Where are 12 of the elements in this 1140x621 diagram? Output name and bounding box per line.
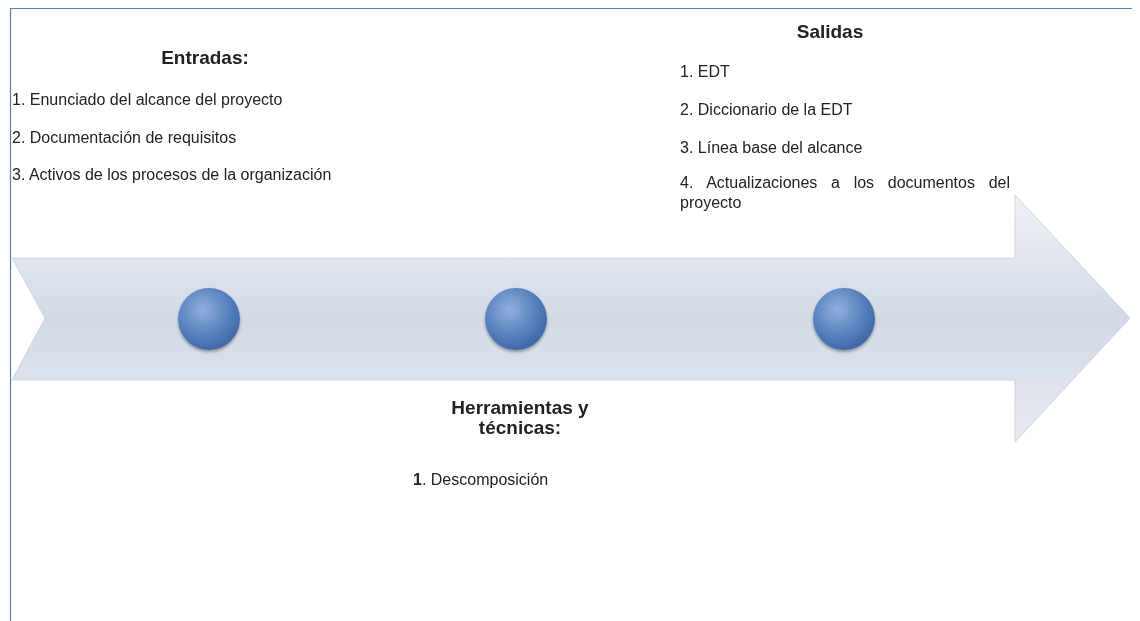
section-heading: Salidas [795, 22, 865, 42]
section-heading: Entradas: [160, 48, 250, 68]
list-item: 3. Activos de los procesos de la organización [12, 165, 333, 185]
list-item: 1. EDT [680, 62, 731, 82]
list-item: 1. Descomposición [413, 470, 550, 490]
list-item: 2. Documentación de requisitos [12, 128, 238, 148]
list-item: 4. Actualizaciones a los documentos del proyecto [680, 173, 1010, 213]
list-item: 1. Enunciado del alcance del proyecto [12, 90, 284, 110]
timeline-arrow [12, 195, 1132, 443]
section-heading: Herramientas y técnicas: [450, 398, 590, 438]
list-item: 2. Diccionario de la EDT [680, 100, 854, 120]
list-item: 3. Línea base del alcance [680, 138, 864, 158]
